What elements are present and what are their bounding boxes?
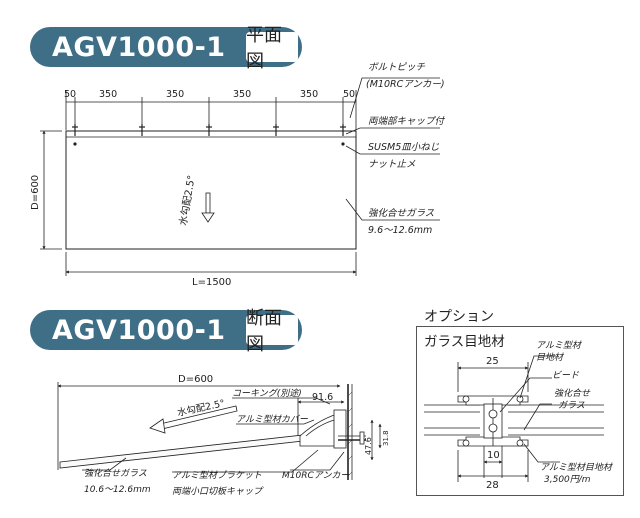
plan-depth-label: D=600 [30,175,41,210]
label-screw: SUSM5皿小ねじ [368,142,440,153]
section-view [57,382,382,480]
label-anchor: (M10RCアンカー) [366,79,445,90]
plan-dim-1: 50 [64,89,76,100]
plan-dim-6: 50 [343,89,355,100]
label-section-cap: 両端小口切板キャップ [172,486,264,497]
label-glass-thk: 9.6～12.6mm [368,225,432,236]
option-frame [416,326,624,496]
label-caulk: コーキング(別途) [232,388,302,399]
option-dim-mid: 10 [487,450,500,461]
option-dim-top: 25 [486,356,499,367]
label-nut: ナット止メ [368,159,416,170]
label-section-glass: 強化合せガラス [84,468,147,479]
plan-dim-2: 350 [99,89,117,100]
section-depth-label: D=600 [178,374,213,385]
option-label-profile2: 目地材 [536,352,565,363]
section-dim-476: 47.6 [364,437,373,455]
option-annotations: アルミ型材 目地材 ビード 強化合せ ガラス アルミ型材目地材 3,500円/m [536,340,614,485]
option-title: オプション [424,309,494,325]
plan-dimension-labels: 50 350 350 350 350 50 [64,89,355,100]
option-label-price: 3,500円/m [544,475,591,485]
label-bolt-pitch: ボルトピッチ [368,62,426,73]
section-annotations: コーキング(別途) アルミ型材カバー 強化合せガラス 10.6～12.6mm ア… [84,388,350,497]
plan-model-name: AGV1000-1 [52,31,226,63]
plan-slope-label: 水勾配2.5° [176,174,198,226]
plan-title-pill: AGV1000-1 平面図 [30,25,302,72]
option-label-profile: アルミ型材 [536,340,583,351]
option-label-bead: ビード [552,370,580,381]
plan-annotations: ボルトピッチ (M10RCアンカー) 両端部キャップ付 SUSM5皿小ねじ ナッ… [366,62,446,236]
option-label-glass2: ガラス [558,400,585,411]
option-label-glass1: 強化合せ [554,388,591,399]
plan-view [40,77,440,276]
section-dim-318: 31.8 [382,430,390,446]
plan-dim-3: 350 [166,89,184,100]
section-dim-916: 91.6 [312,392,333,403]
plan-dim-4: 350 [233,89,251,100]
option-label-joint: アルミ型材目地材 [540,462,614,473]
label-cover: アルミ型材カバー [236,414,309,425]
option-detail [424,355,604,482]
label-glass: 強化合せガラス [368,207,435,219]
label-section-anchor: M10RCアンカー [282,470,350,481]
option-heading: ガラス目地材 [424,334,505,350]
label-cap: 両端部キャップ付 [368,115,446,127]
label-section-glass-thk: 10.6～12.6mm [84,485,151,495]
section-title-pill: AGV1000-1 断面図 [30,308,302,355]
section-model-name: AGV1000-1 [52,314,226,346]
option-dim-bottom: 28 [486,480,499,491]
plan-length-label: L=1500 [192,277,231,288]
plan-dim-5: 350 [300,89,318,100]
label-bracket: アルミ型材ブラケット [172,470,262,481]
